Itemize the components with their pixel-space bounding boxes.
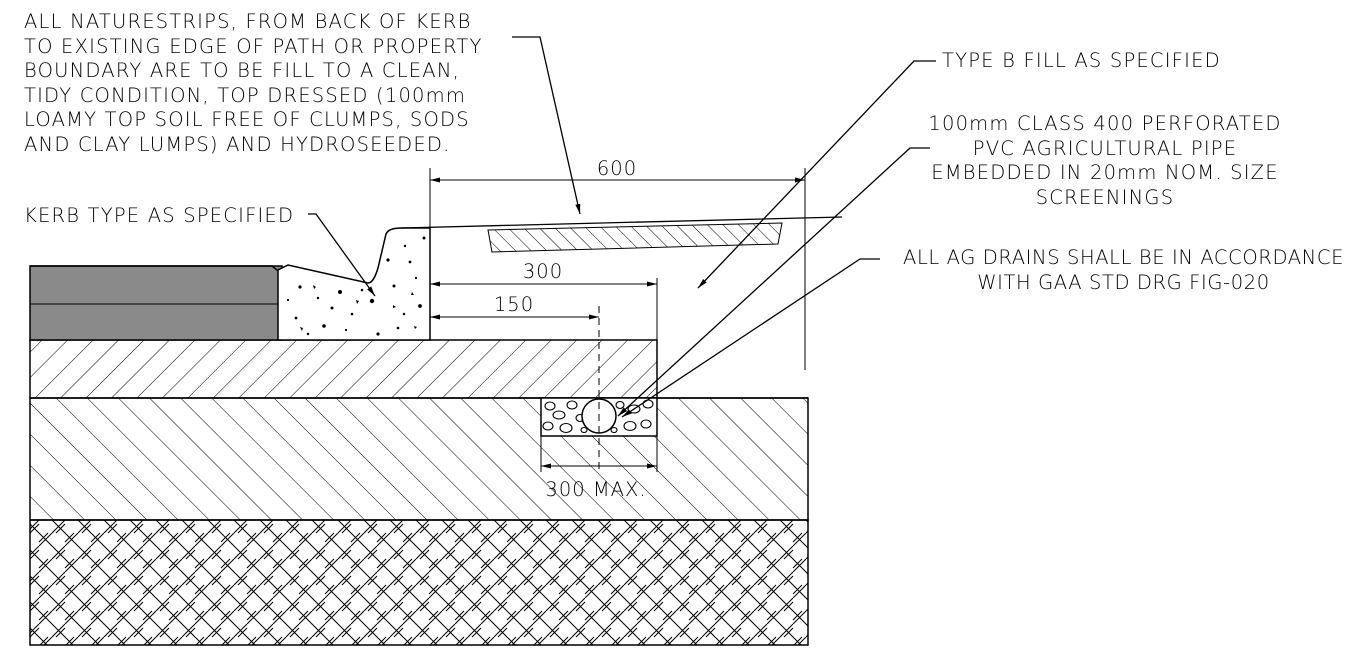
naturestrips-leader	[512, 36, 581, 215]
pavement-subbase-layer	[29, 339, 658, 399]
naturestrips-note: ALL NATURESTRIPS, FROM BACK OF KERB TO E…	[24, 10, 483, 157]
pipe-leader	[617, 147, 930, 417]
dim-300-label: 300	[523, 260, 563, 283]
ag-drains-leader	[621, 258, 880, 418]
naturestrips-note-line: TO EXISTING EDGE OF PATH OR PROPERTY	[24, 34, 483, 58]
ag-pipe-note-line: EMBEDDED IN 20mm NOM. SIZE	[931, 161, 1279, 184]
naturestrips-note-line: ALL NATURESTRIPS, FROM BACK OF KERB	[24, 10, 472, 33]
kerb-concrete-speckles	[286, 236, 426, 336]
fill-leader	[697, 60, 936, 289]
leader-lines	[308, 36, 936, 418]
naturestrips-note-line: AND CLAY LUMPS) AND HYDROSEEDED.	[24, 132, 451, 156]
naturestrips-note-line: LOAMY TOP SOIL FREE OF CLUMPS, SODS	[24, 108, 470, 131]
naturestrips-note-line: BOUNDARY ARE TO BE FILL TO A CLEAN,	[24, 59, 461, 82]
dim-600-label: 600	[597, 157, 637, 180]
dim-150-label: 150	[494, 293, 534, 316]
subgrade-layer	[29, 519, 809, 646]
kerb-leader	[308, 213, 376, 297]
road-pavement-surface	[29, 265, 283, 341]
ag-pipe-note: 100mm CLASS 400 PERFORATED PVC AGRICULTU…	[900, 112, 1310, 210]
naturestrips-note-line: TIDY CONDITION, TOP DRESSED (100mm	[24, 83, 467, 107]
topsoil-dressing	[487, 222, 783, 253]
type-b-fill-note: TYPE B FILL AS SPECIFIED	[942, 49, 1221, 72]
ag-drains-note: ALL AG DRAINS SHALL BE IN ACCORDANCE WIT…	[888, 246, 1359, 295]
ag-pipe-note-line: PVC AGRICULTURAL PIPE	[972, 136, 1238, 160]
ag-pipe-note-line: SCREENINGS	[1035, 185, 1175, 209]
screenings-aggregate	[542, 399, 654, 434]
dim-300max-label: 300 MAX.	[545, 478, 646, 501]
ag-drains-note-line: ALL AG DRAINS SHALL BE IN ACCORDANCE	[903, 246, 1344, 269]
ag-drains-note-line: WITH GAA STD DRG FIG-020	[977, 270, 1270, 294]
ag-pipe-note-line: 100mm CLASS 400 PERFORATED	[928, 112, 1282, 135]
kerb-type-note: KERB TYPE AS SPECIFIED	[24, 204, 295, 227]
pavement-base-layer	[29, 397, 809, 521]
kerb-profile	[277, 227, 431, 341]
topsoil-surface-line	[401, 216, 843, 229]
dimension-lines	[430, 177, 805, 469]
